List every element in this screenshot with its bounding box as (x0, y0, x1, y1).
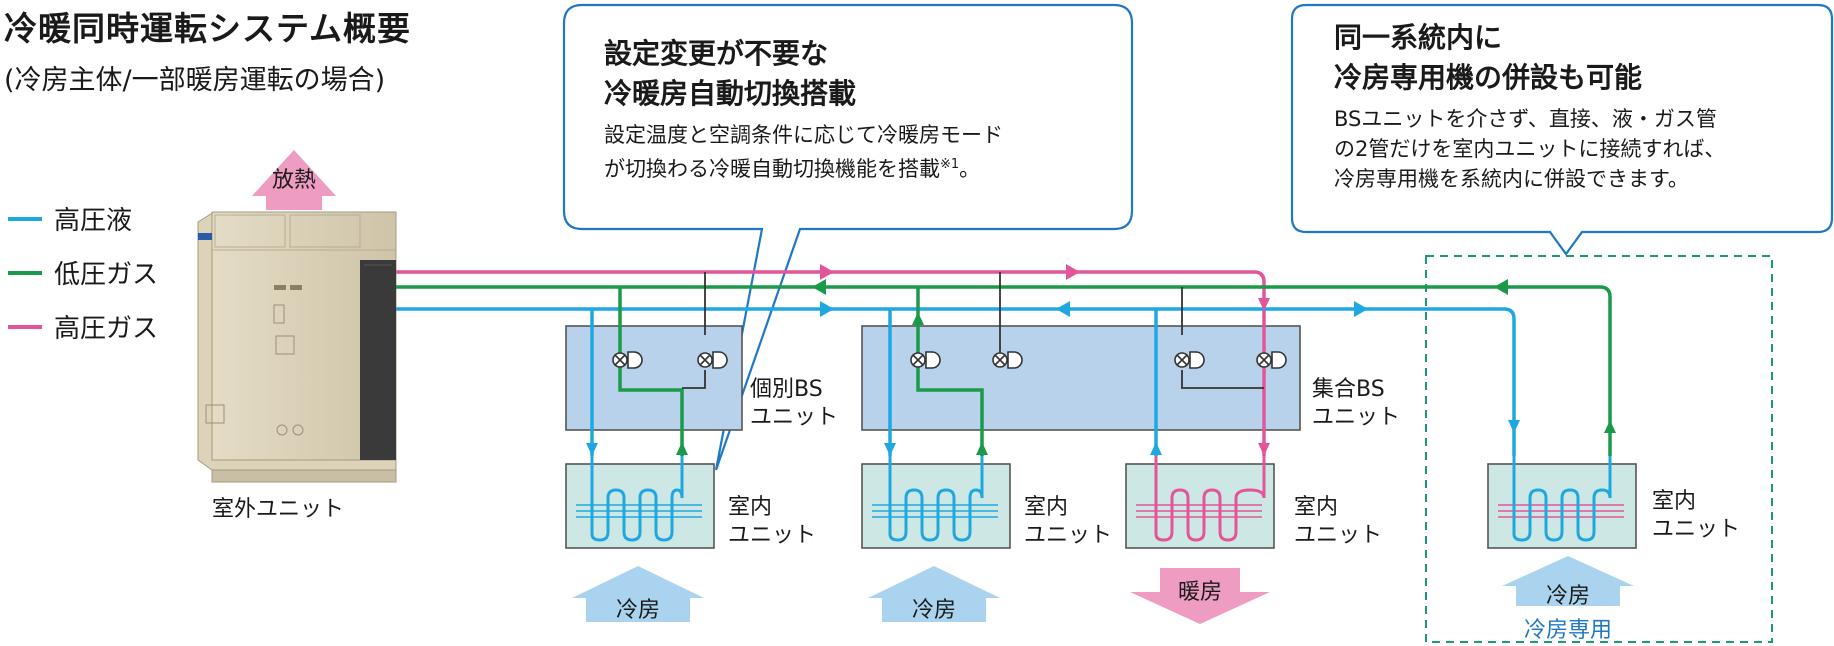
cooling-arrow-1 (572, 566, 704, 622)
legend-item-high-pressure-gas: 高圧ガス (8, 308, 158, 345)
indoor-label-2: ユニット (728, 523, 817, 548)
callout-left-body-2: が切換わる冷暖自動切換機能を搭載 (604, 157, 940, 181)
heat-release-label: 放熱 (271, 168, 316, 193)
legend-item-high-pressure-liquid: 高圧液 (8, 200, 132, 237)
indoor-label-2: ユニット (1294, 523, 1383, 548)
legend-label: 高圧液 (54, 206, 133, 236)
indoor-unit-4-label: 室内 ユニット (1652, 488, 1740, 544)
callout-right-title-1: 同一系統内に (1334, 21, 1503, 54)
callout-left: 設定変更が不要な 冷暖房自動切換搭載 設定温度と空調条件に応じて冷暖房モード が… (604, 34, 1003, 184)
heat-release-arrow (252, 150, 336, 210)
callout-left-body-2-end: 。 (959, 157, 981, 181)
indoor-unit-2-box (861, 463, 1011, 549)
bs-individual-label-2: ユニット (750, 405, 839, 430)
legend-label: 高圧ガス (54, 314, 159, 344)
bs-unit-individual (565, 325, 743, 431)
footnote-mark: ※1 (940, 157, 960, 172)
cooling-arrow-2 (868, 566, 1000, 622)
legend-swatch-pink (8, 324, 42, 329)
pipe-high-pressure-liquid (396, 307, 1516, 420)
valve (612, 351, 1287, 369)
indoor-label-2: ユニット (1652, 517, 1741, 542)
callout-right-bubble (1290, 3, 1834, 256)
indoor-label-1: 室内 (1024, 495, 1069, 520)
outdoor-unit (197, 211, 397, 483)
callout-left-bubble (562, 3, 1134, 471)
indoor-unit-3-label: 室内 ユニット (1294, 494, 1382, 550)
callout-left-body-1: 設定温度と空調条件に応じて冷暖房モード (604, 123, 1003, 147)
outdoor-unit-label: 室外ユニット (212, 497, 345, 522)
mode-label-cooling-3: 冷房 (1545, 584, 1590, 609)
heating-arrow (1130, 568, 1270, 624)
page-title: 冷暖同時運転システム概要 (4, 9, 412, 48)
bs-collective-label: 集合BS ユニット (1312, 376, 1400, 432)
legend-label: 低圧ガス (54, 260, 159, 290)
callout-right-body-2: の2管だけを室内ユニットに接続すれば、 (1334, 137, 1726, 161)
legend-swatch-blue (8, 216, 42, 221)
callout-right-body-3: 冷房専用機を系統内に併設できます。 (1334, 167, 1689, 191)
bs-unit-collective (861, 325, 1301, 431)
bs-individual-label: 個別BS ユニット (750, 376, 838, 432)
indoor-unit-3-box (1125, 463, 1275, 549)
indoor-label-1: 室内 (1652, 489, 1697, 514)
bs-individual-label-1: 個別BS (750, 377, 823, 402)
callout-left-title-2: 冷暖房自動切換搭載 (604, 77, 857, 110)
callout-right-body-1: BSユニットを介さず、直接、液・ガス管 (1334, 107, 1717, 131)
indoor-label-2: ユニット (1024, 523, 1113, 548)
cooling-arrow-3 (1502, 556, 1634, 606)
legend-swatch-green (8, 270, 42, 275)
page-subtitle: (冷房主体/一部暖房運転の場合) (4, 65, 386, 96)
pipe-high-pressure-gas (396, 270, 1266, 314)
indoor-unit-1-label: 室内 ユニット (728, 494, 816, 550)
mode-label-cooling-1: 冷房 (615, 598, 660, 623)
cooling-only-label: 冷房専用 (1523, 618, 1612, 643)
cooling-only-dashed-area (1425, 255, 1773, 643)
bs-collective-label-2: ユニット (1312, 405, 1401, 430)
indoor-unit-2-label: 室内 ユニット (1024, 494, 1112, 550)
callout-right: 同一系統内に 冷房専用機の併設も可能 BSユニットを介さず、直接、液・ガス管 の… (1334, 18, 1725, 194)
legend-item-low-pressure-gas: 低圧ガス (8, 254, 158, 291)
mode-label-cooling-2: 冷房 (911, 598, 956, 623)
callout-right-title-2: 冷房専用機の併設も可能 (1334, 61, 1643, 94)
callout-left-title-1: 設定変更が不要な (604, 37, 829, 70)
pipe-low-pressure-gas (396, 285, 1612, 420)
bs-collective-label-1: 集合BS (1312, 377, 1385, 402)
indoor-label-1: 室内 (728, 495, 773, 520)
indoor-label-1: 室内 (1294, 495, 1339, 520)
mode-label-heating: 暖房 (1177, 580, 1222, 605)
